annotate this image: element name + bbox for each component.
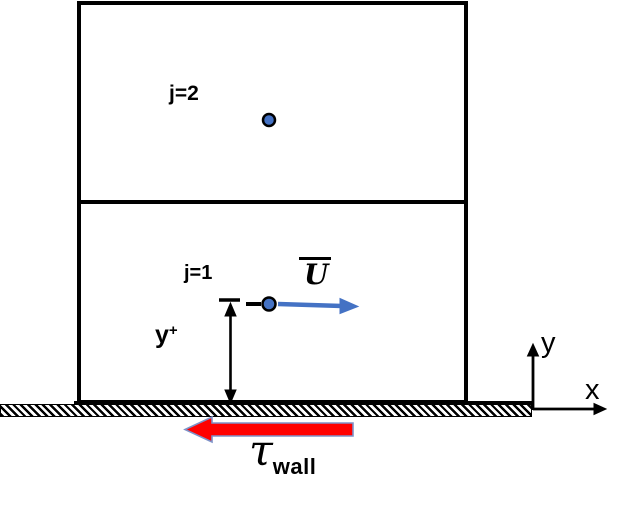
- u-overbar-symbol: U: [299, 257, 332, 289]
- wall-hatch: [0, 404, 532, 417]
- cell-divider-line: [77, 200, 468, 204]
- tau-subscript: wall: [272, 454, 317, 479]
- cell-j1-label: j=1: [184, 262, 213, 284]
- tau-wall-label: τwall: [249, 430, 316, 480]
- yplus-base: y: [155, 321, 169, 349]
- x-axis-label: x: [585, 374, 600, 406]
- y-axis-label: y: [541, 327, 556, 359]
- yplus-label: y+: [155, 321, 178, 350]
- wall-top-line: [74, 401, 532, 404]
- tau-symbol: τ: [249, 426, 273, 476]
- mean-velocity-label: U: [299, 257, 332, 289]
- cell-j2-label: j=2: [169, 82, 199, 105]
- yplus-sup: +: [168, 322, 178, 339]
